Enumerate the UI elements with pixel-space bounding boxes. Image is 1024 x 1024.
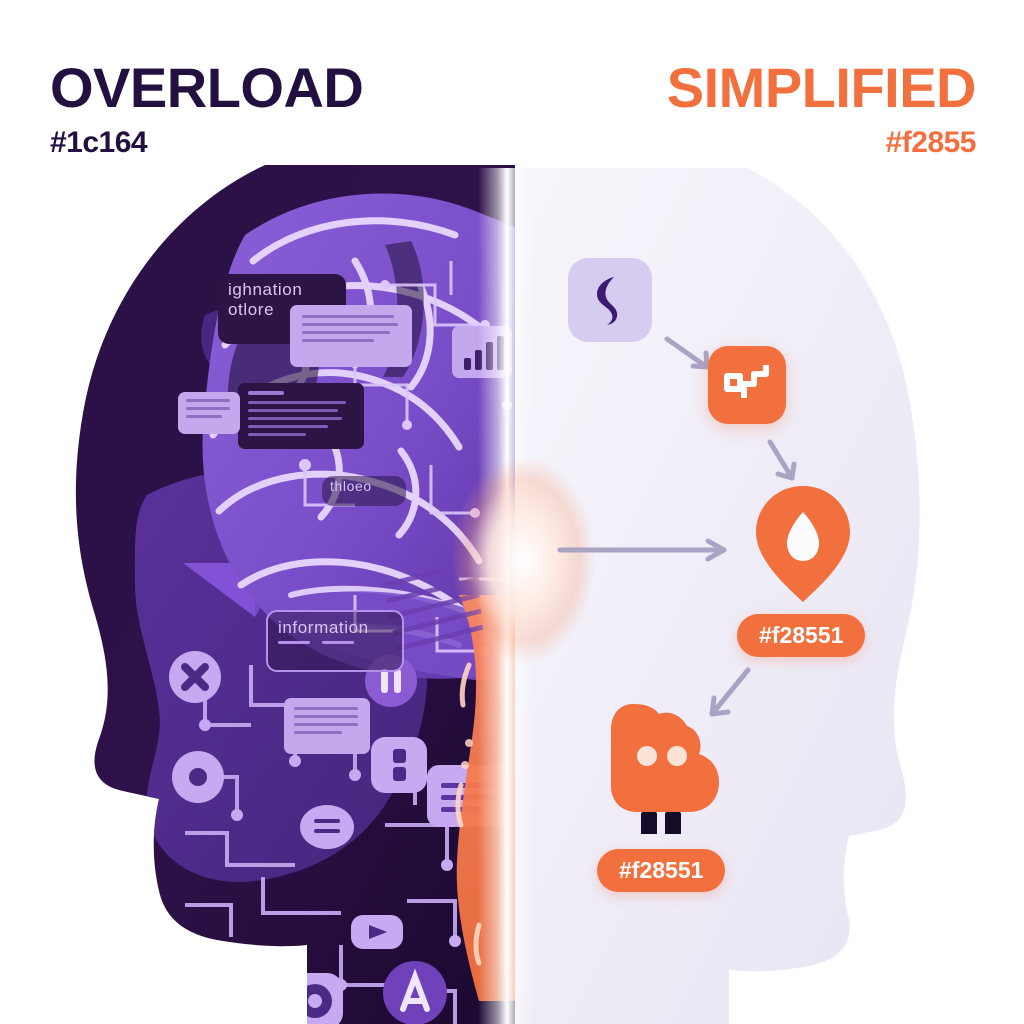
node-steps-glyph[interactable] (708, 346, 786, 424)
brain-panel-lines-1 (290, 305, 412, 367)
right-color-code: #f2855 (885, 126, 977, 159)
brain-chip-thloeo-label: thloeo (330, 478, 372, 494)
brain-chip-information-label: information (278, 618, 369, 637)
arrow-diagonal-1 (664, 336, 710, 370)
brain-panel-lines-3 (284, 698, 370, 754)
brain-chip-line1: ighnation (228, 280, 303, 299)
equals-icon (300, 805, 354, 849)
pause-icon (365, 655, 417, 707)
target-icon (287, 973, 343, 1024)
arrow-diagonal-2 (767, 439, 797, 481)
dot-circle-icon (172, 751, 224, 803)
steps-glyph-icon (724, 365, 769, 398)
right-head-silhouette (497, 168, 967, 1024)
close-circle-icon (169, 651, 221, 703)
letter-a-icon (383, 961, 447, 1024)
play-icon (351, 915, 403, 949)
node-map-pin[interactable] (750, 482, 856, 611)
arrow-horizontal (557, 538, 727, 562)
node-wave-glyph[interactable] (568, 258, 652, 342)
brain-chip-thloeo: thloeo (322, 476, 406, 506)
badge-pin-code: #f28551 (737, 614, 866, 657)
battery-icon (371, 737, 427, 793)
bar-chart-icon (452, 326, 512, 378)
wave-glyph-icon (597, 277, 618, 325)
cloud-face-icon (611, 704, 719, 840)
brain-panel-lines-2 (178, 392, 240, 434)
left-color-code: #1c164 (50, 126, 148, 159)
node-cloud-face[interactable] (603, 688, 735, 840)
left-heading-overload: OVERLOAD (50, 56, 364, 119)
map-pin-icon (756, 486, 850, 602)
right-heading-simplified: SIMPLIFIED (666, 56, 977, 119)
brain-chip-information: information (266, 610, 404, 672)
brain-chip-line2: otlore (228, 300, 275, 319)
brain-panel-code-block (238, 383, 364, 449)
arrow-diagonal-3 (709, 667, 751, 717)
badge-cloud-code: #f28551 (597, 849, 726, 892)
